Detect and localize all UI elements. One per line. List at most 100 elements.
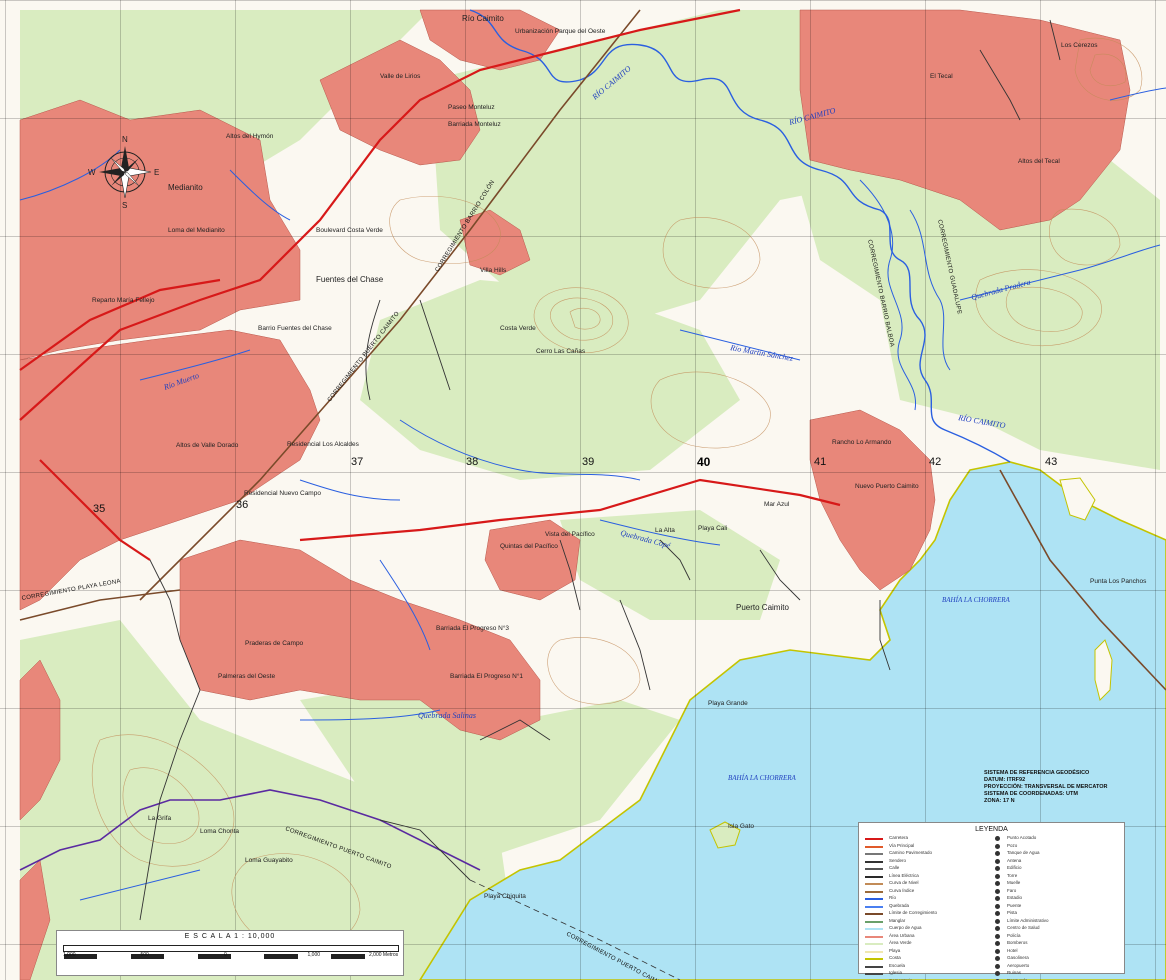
legend-label: Cuerpo de Agua <box>889 925 922 930</box>
legend-swatch <box>865 958 883 960</box>
legend-label: Faro <box>1007 887 1017 893</box>
scale-tick-label: 2,000 Metros <box>369 952 399 958</box>
datum-line: SISTEMA DE COORDENADAS: UTM <box>984 791 1078 797</box>
legend-label: Puente <box>1007 902 1022 908</box>
legend-label: Bomberos <box>1007 940 1028 945</box>
legend-label: Torre <box>1007 872 1018 878</box>
legend-label: Carretera <box>889 835 909 840</box>
legend-label: Tanque de Agua <box>1007 850 1040 855</box>
legend-label: Pesquería <box>1007 977 1028 980</box>
datum-line: DATUM: ITRF92 <box>984 777 1026 783</box>
legend-label: Pista <box>1007 910 1018 915</box>
grid-label: 42 <box>929 456 941 468</box>
place-label: Rancho Lo Armando <box>832 439 892 446</box>
legend-symbol <box>995 918 1000 924</box>
legend-label: Edificio <box>1007 865 1022 870</box>
grid-label: 39 <box>582 456 594 468</box>
datum-line: SISTEMA DE REFERENCIA GEODÉSICO <box>984 770 1090 776</box>
place-label: Los Cerezos <box>1061 42 1098 49</box>
legend-row: Quebrada Puente <box>865 903 1115 911</box>
place-label: Nuevo Puerto Caimito <box>855 483 919 490</box>
legend-label: Estadio <box>1007 895 1023 900</box>
place-label: Praderas de Campo <box>245 640 304 647</box>
legend-label: Gasolinera <box>1007 955 1029 960</box>
datum-line: PROYECCIÓN: TRANSVERSAL DE MERCATOR <box>984 784 1108 790</box>
legend-label: Punto Acotado <box>1007 835 1037 840</box>
scale-bar <box>63 945 399 959</box>
place-label: Barrio Fuentes del Chase <box>258 325 332 332</box>
place-label: Barriada El Progreso N°3 <box>436 624 509 632</box>
scale-tick-label: 500 <box>140 952 149 958</box>
legend-swatch <box>865 875 883 878</box>
place-label: Barriada Monteluz <box>448 121 501 128</box>
legend-swatch <box>865 853 883 855</box>
place-label: Quintas del Pacífico <box>500 543 558 550</box>
place-label: Reparto María Fellejo <box>92 297 155 304</box>
scale-title: E S C A L A 1 : 10,000 <box>184 933 276 940</box>
place-label: Mar Azul <box>764 501 790 508</box>
place-label: El Tecal <box>930 73 953 80</box>
legend-symbol <box>995 978 1000 980</box>
legend-symbol <box>995 926 1000 931</box>
north-arrow-icon: N S E W <box>88 135 159 210</box>
place-label: Loma Chonta <box>200 828 239 835</box>
legend-label: Aeropuerto <box>1007 962 1030 968</box>
legend-symbol <box>995 873 1000 879</box>
legend-symbol <box>995 836 1000 841</box>
legend-swatch <box>865 973 883 975</box>
legend-label: Calle <box>889 865 900 870</box>
secondary-roads <box>139 19 1061 921</box>
legend-swatch <box>865 905 883 908</box>
place-label: Barriada El Progreso N°1 <box>450 672 523 680</box>
legend-label: Línea Eléctrica <box>889 872 919 878</box>
legend-swatch <box>865 928 883 930</box>
river-label: Quebrada Salinas <box>418 711 476 720</box>
legend-label: Playa <box>889 947 901 953</box>
legend-swatch <box>865 920 883 923</box>
boundary-line-purple <box>19 789 481 871</box>
place-label: Fuentes del Chase <box>316 275 384 284</box>
legend-label: Vía Principal <box>889 842 915 848</box>
legend-swatch <box>865 935 883 938</box>
legend-swatch <box>865 838 883 840</box>
legend-row: Curva Índice Faro <box>865 888 1115 896</box>
grid-label: 37 <box>351 456 363 468</box>
rivers <box>19 9 1166 901</box>
place-label: Loma del Medianito <box>168 227 225 234</box>
grid-numbers: 35 36 37 38 39 40 41 42 43 <box>93 455 1057 515</box>
legend-label: Ruinas <box>1007 970 1022 975</box>
legend-label: Policía <box>1007 932 1021 938</box>
legend-label: Quebrada <box>889 902 910 908</box>
place-label: Puerto Caimito <box>736 603 789 612</box>
place-label: Paseo Monteluz <box>448 104 495 111</box>
place-label: Río Caimito <box>462 14 504 23</box>
place-label: Playa Chiquita <box>484 893 526 900</box>
scale-tick-label: 1,000 <box>63 952 76 958</box>
legend-label: Curva Índice <box>889 887 915 893</box>
place-label: Altos de Valle Dorado <box>176 442 239 449</box>
place-label: Residencial Nuevo Campo <box>244 490 321 497</box>
compass-s: S <box>122 201 127 210</box>
boundary-line-dashed <box>469 879 681 980</box>
legend-row: Línea Eléctrica Torre <box>865 873 1115 881</box>
legend-label: Manglar <box>889 917 906 923</box>
datum-block: SISTEMA DE REFERENCIA GEODÉSICO DATUM: I… <box>984 770 1134 805</box>
place-label: Urbanización Parque del Oeste <box>515 28 606 35</box>
place-label: Altos del Hymón <box>226 133 274 140</box>
legend-swatch <box>865 898 883 900</box>
place-labels: Río Caimito Urbanización Parque del Oest… <box>92 14 1147 900</box>
water-label: BAHÍA LA CHORRERA <box>728 774 797 782</box>
compass-n: N <box>122 135 128 144</box>
scale-tick-label: 1,000 <box>307 952 321 958</box>
